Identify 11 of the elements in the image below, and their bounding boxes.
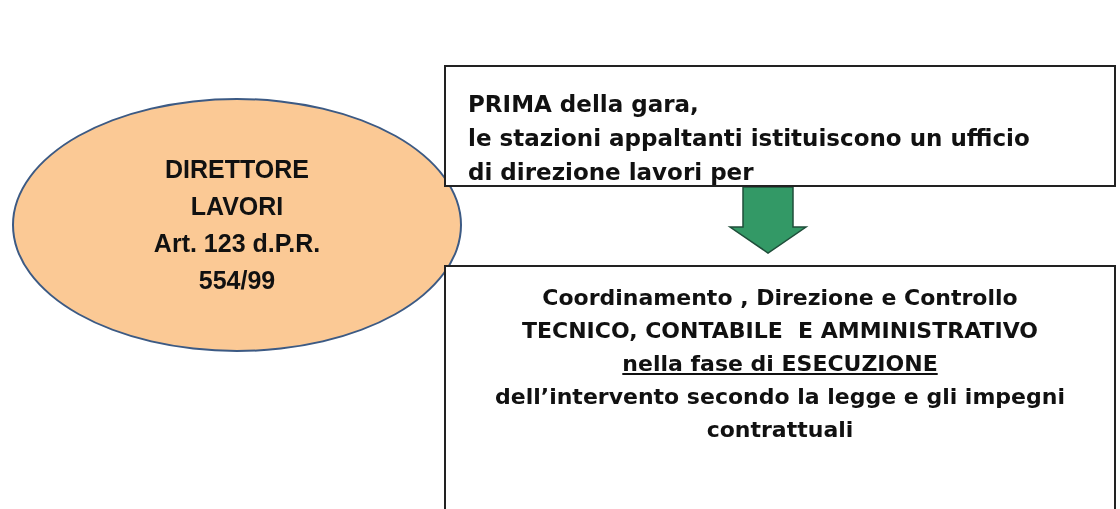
node-text: Art. 123 d.P.R. 554/99 [152,228,322,296]
node-text: Coordinamento , Direzione e Controllo [542,284,1018,312]
node-text: dell’intervento secondo la legge e gli impegni contrattuali [494,383,1066,444]
node-text: nella fase di ESECUZIONE [622,350,938,378]
node-text: le stazioni appaltanti istituiscono un ufficio di direzione lavori per [468,124,1031,187]
text-box [444,265,1116,509]
node-text: TECNICO, CONTABILE E AMMINISTRATIVO [522,317,1038,345]
text-box [444,65,1116,187]
node-text: DIRETTORE LAVORI [164,154,310,222]
node-text: PRIMA della gara, [468,90,699,119]
block-arrow [727,186,809,254]
